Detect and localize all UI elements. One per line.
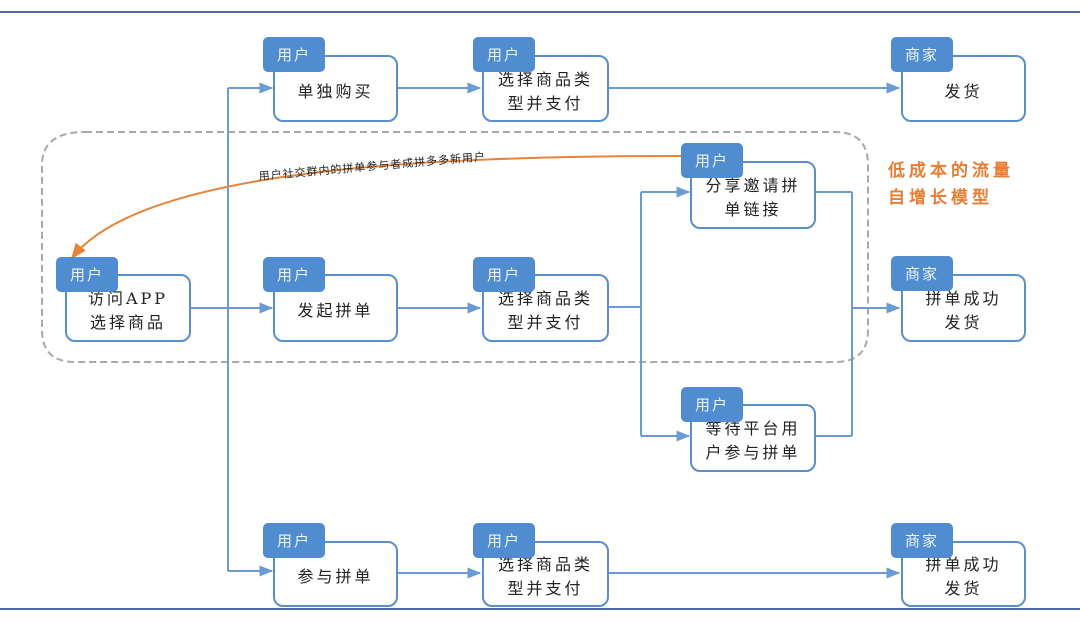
role-tag-buy-alone-ship: 商家 <box>891 37 953 72</box>
node-join-group-ship-text: 拼单成功 发货 <box>925 555 1002 598</box>
feedback-arrow <box>71 155 684 260</box>
role-tag-start-group-pay: 用户 <box>473 257 535 292</box>
node-visit-app-text: 访问APP 选择商品 <box>87 289 169 332</box>
node-wait-platform[interactable]: 等待平台用 户参与拼单 <box>690 404 816 472</box>
node-buy-alone-pay[interactable]: 选择商品类 型并支付 <box>482 55 609 122</box>
role-tag-join-group-pay: 用户 <box>473 523 535 558</box>
bottom-rule <box>0 608 1080 610</box>
node-buy-alone-pay-text: 选择商品类 型并支付 <box>497 69 593 113</box>
node-group-ship-text: 拼单成功 发货 <box>925 289 1002 332</box>
role-tag-buy-alone-pay: 用户 <box>473 37 535 72</box>
node-start-group-pay-text: 选择商品类 型并支付 <box>497 289 593 332</box>
growth-model-label: 低成本的流量 自增长模型 <box>888 161 1014 208</box>
node-share-link-text: 分享邀请拼 单链接 <box>705 176 801 219</box>
growth-model-group-boundary <box>41 131 869 363</box>
role-tag-visit-app: 用户 <box>56 257 118 292</box>
role-tag-group-ship: 商家 <box>891 256 953 291</box>
role-tag-share-link: 用户 <box>681 143 743 178</box>
top-rule <box>0 11 1080 13</box>
node-visit-app[interactable]: 访问APP 选择商品 <box>65 274 191 342</box>
role-tag-start-group: 用户 <box>263 257 325 292</box>
node-buy-alone-ship-text: 发货 <box>944 81 983 101</box>
role-tag-join-group: 用户 <box>263 523 325 558</box>
role-tag-join-group-ship: 商家 <box>891 523 953 558</box>
node-start-group-text: 发起拼单 <box>297 301 374 320</box>
node-wait-platform-text: 等待平台用 户参与拼单 <box>705 419 801 462</box>
role-tag-wait-platform: 用户 <box>681 387 743 422</box>
role-tag-buy-alone: 用户 <box>263 37 325 72</box>
node-join-group-text: 参与拼单 <box>297 567 374 586</box>
node-buy-alone-text: 单独购买 <box>297 81 374 101</box>
node-join-group-pay-text: 选择商品类 型并支付 <box>497 555 593 598</box>
